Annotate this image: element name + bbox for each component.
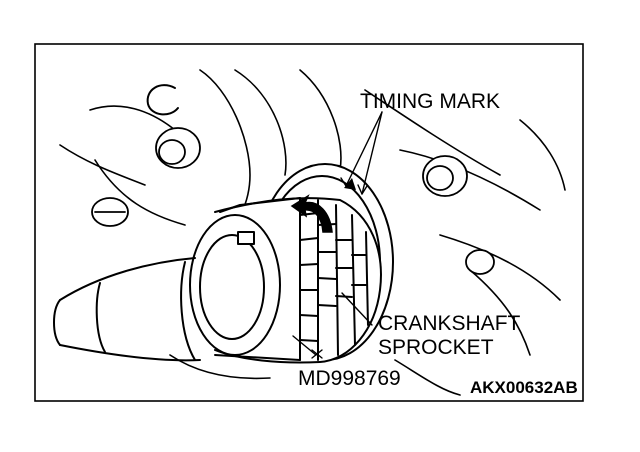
timing-mark-label: TIMING MARK bbox=[360, 90, 500, 113]
retaining-clip bbox=[146, 84, 179, 116]
bolt-lower-right bbox=[465, 249, 495, 275]
leader-lines bbox=[292, 111, 383, 359]
timing-mark-notch bbox=[344, 178, 356, 190]
crankshaft-sprocket-label-line2: SPROCKET bbox=[378, 336, 494, 359]
rotation-arrow-icon bbox=[290, 194, 333, 233]
bolt-lower-left bbox=[91, 197, 129, 227]
crankshaft-sprocket-label-line1: CRANKSHAFT bbox=[378, 312, 521, 335]
bolt-left bbox=[155, 127, 201, 169]
figure-id-label: AKX00632AB bbox=[470, 378, 578, 397]
special-tool-socket bbox=[189, 197, 301, 361]
crankshaft-shaft bbox=[53, 257, 201, 362]
tool-number-label: MD998769 bbox=[298, 367, 401, 390]
bolt-right bbox=[422, 155, 468, 197]
